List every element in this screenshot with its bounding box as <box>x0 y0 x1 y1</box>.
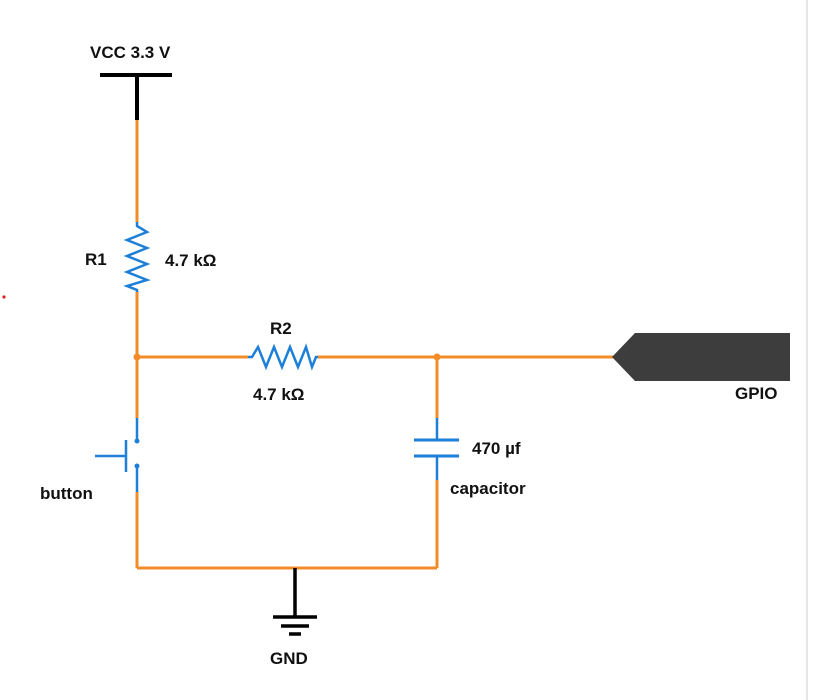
stray-dot <box>2 295 6 299</box>
wires <box>135 120 618 570</box>
vcc-symbol <box>100 73 172 120</box>
canvas-right-edge <box>806 0 808 700</box>
capacitor-name-label: capacitor <box>450 479 526 498</box>
gpio-label: GPIO <box>735 384 778 403</box>
button-terminal-top <box>134 438 140 444</box>
button-label: button <box>40 484 93 503</box>
r2-value-label: 4.7 kΩ <box>253 385 304 404</box>
r1-name-label: R1 <box>85 250 107 269</box>
ground-symbol <box>273 568 317 636</box>
junction-node-left <box>133 353 141 361</box>
resistor-r1-zigzag <box>123 222 151 292</box>
resistor-r2-zigzag <box>248 343 318 371</box>
resistor-r2 <box>248 343 318 371</box>
gpio-pin <box>612 333 790 381</box>
r1-value-label: 4.7 kΩ <box>165 251 216 270</box>
capacitor-symbol <box>414 418 459 480</box>
capacitor-value-label: 470 µf <box>472 439 521 458</box>
button-terminal-bottom <box>134 463 140 469</box>
gnd-label: GND <box>270 649 308 668</box>
push-button-symbol <box>95 418 140 492</box>
vcc-label: VCC 3.3 V <box>90 43 171 62</box>
junction-node-right <box>433 353 441 361</box>
r2-name-label: R2 <box>270 319 292 338</box>
resistor-r1 <box>123 222 151 292</box>
